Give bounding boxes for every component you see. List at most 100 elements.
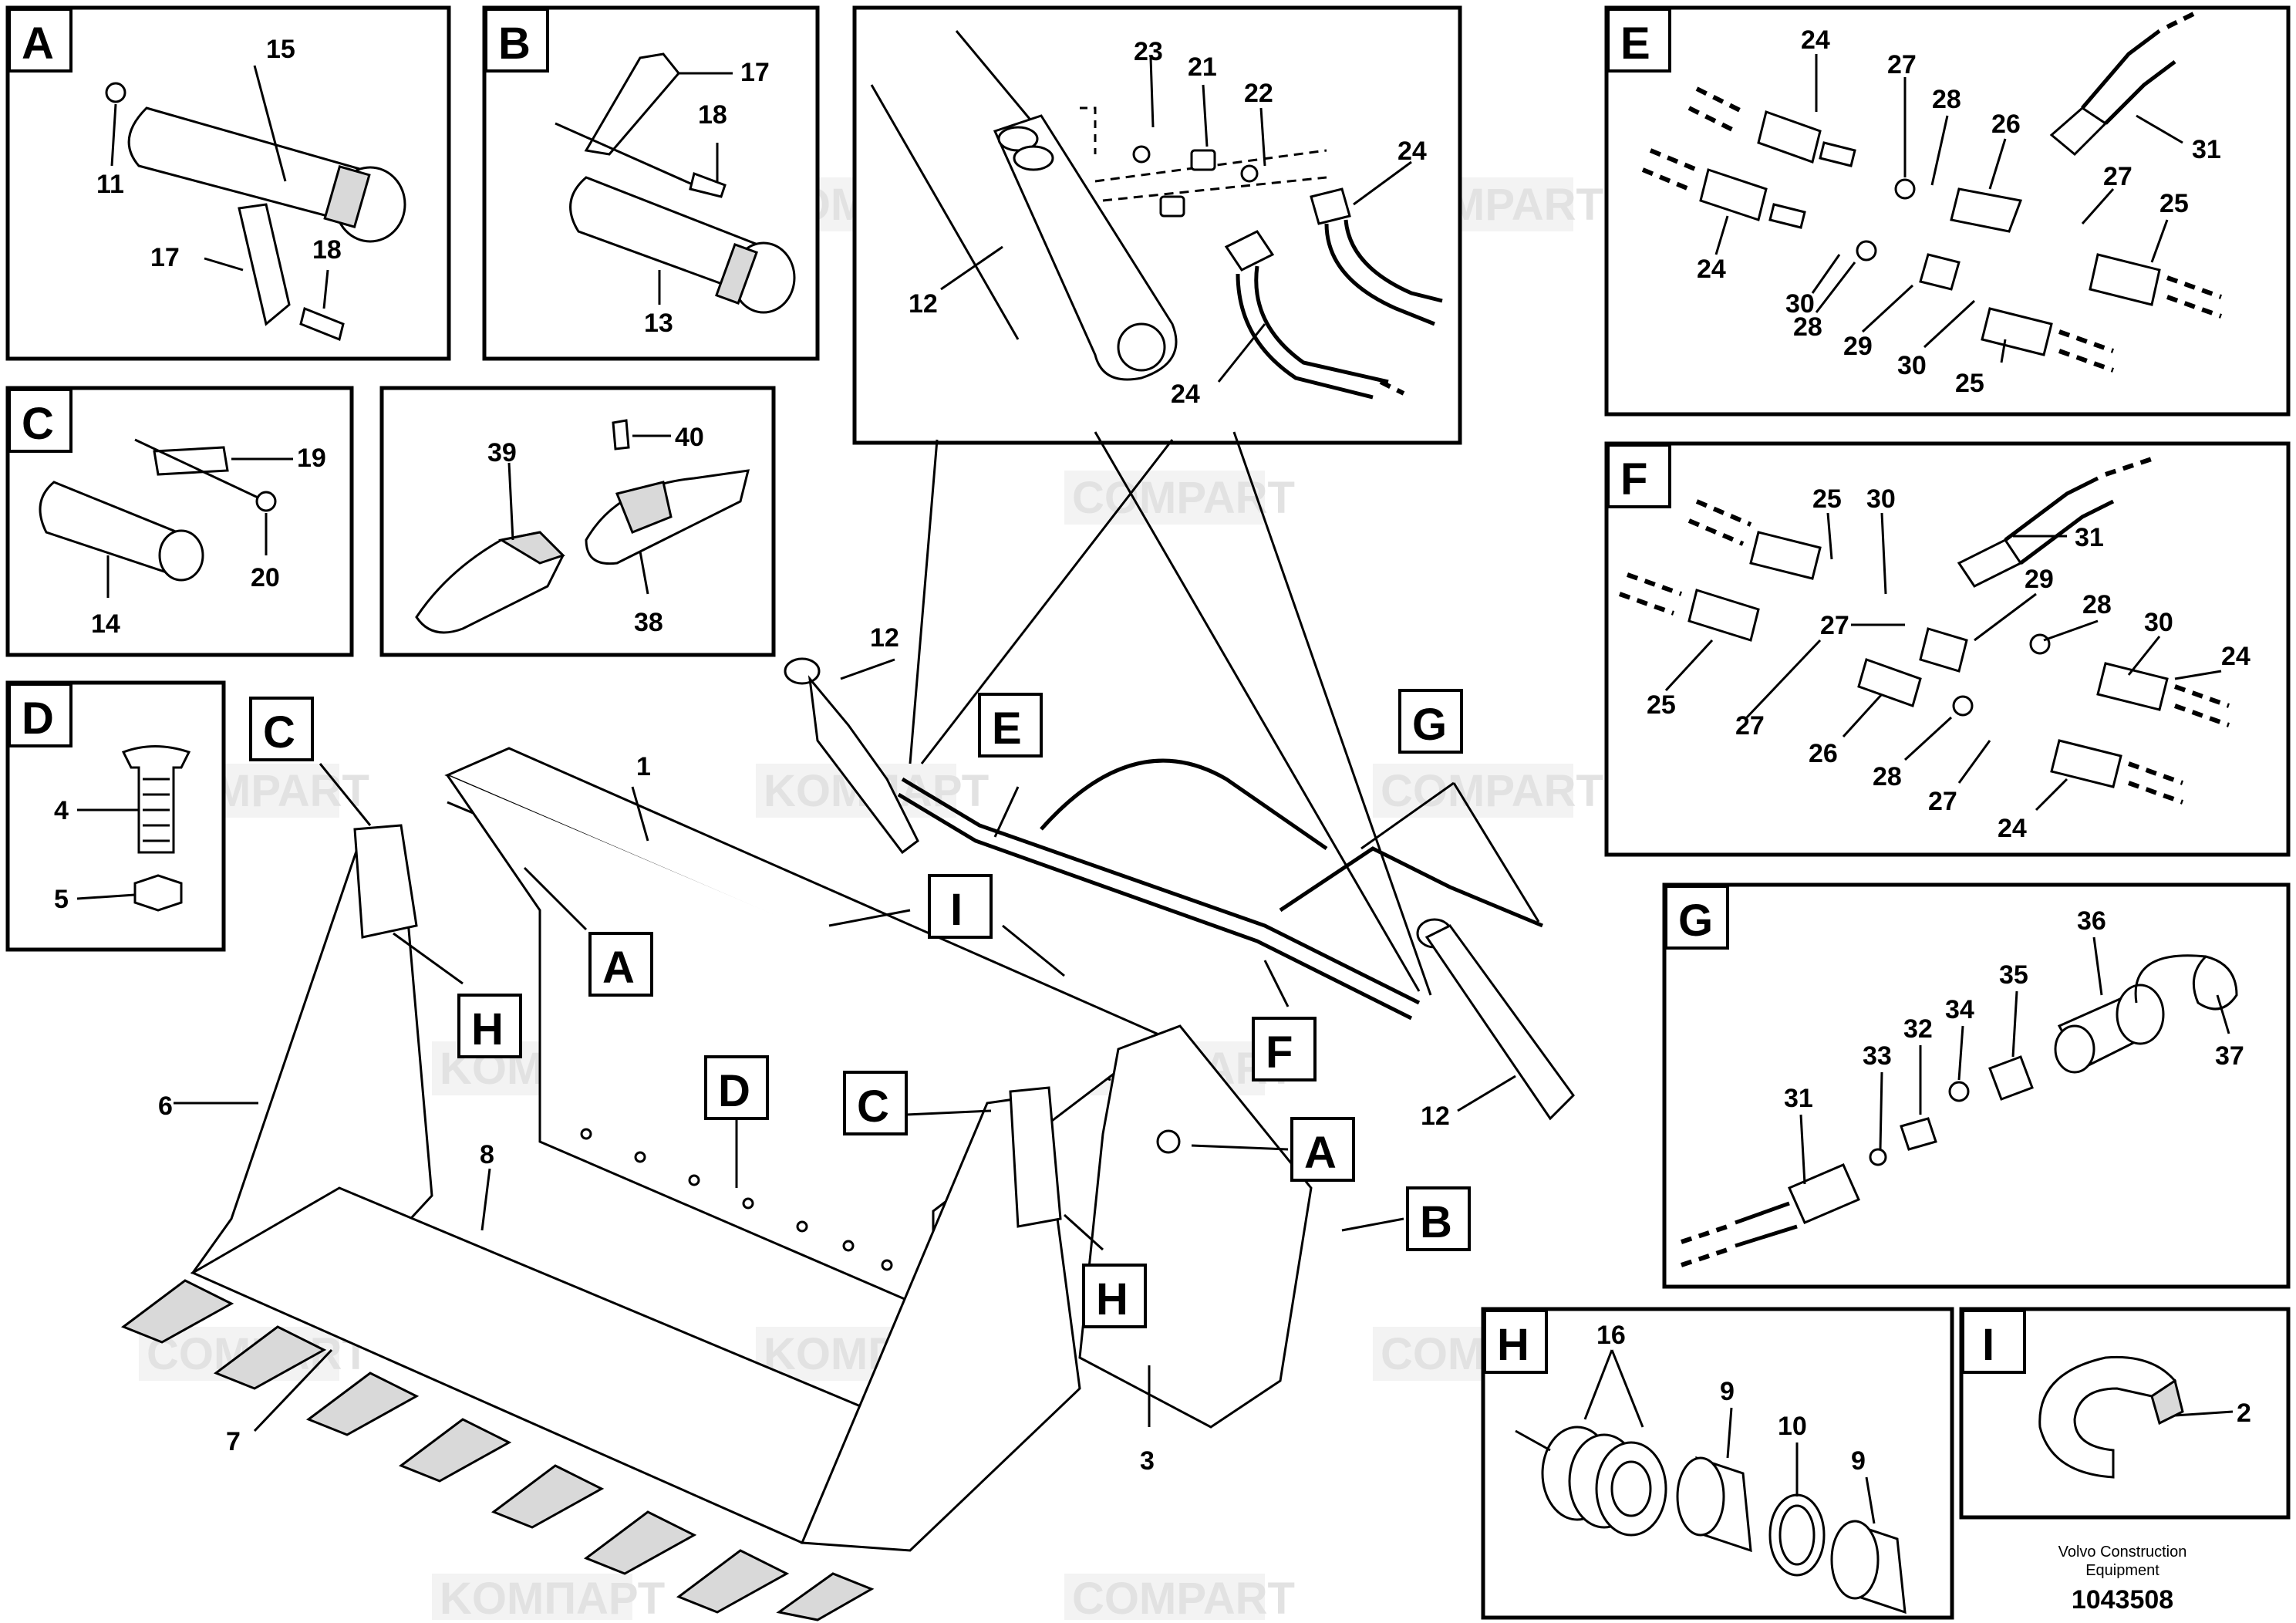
adapter-38 xyxy=(585,469,750,565)
callout-c-right: C xyxy=(857,1081,889,1132)
label-24b: 24 xyxy=(1998,814,2027,843)
callout-b: B xyxy=(1420,1197,1452,1247)
spacer-2 xyxy=(2038,1355,2184,1479)
label-25: 25 xyxy=(2159,189,2189,218)
plate-17 xyxy=(584,52,680,156)
nut-5 xyxy=(133,874,183,912)
label-31: 31 xyxy=(1784,1084,1813,1113)
label-28b: 28 xyxy=(1793,312,1822,342)
label-3: 3 xyxy=(1140,1446,1155,1476)
main-leaders xyxy=(174,431,1540,1432)
coupling-36 xyxy=(2054,984,2165,1074)
label-35: 35 xyxy=(1999,960,2028,990)
label-4: 4 xyxy=(54,796,69,825)
callout-a-left: A xyxy=(602,943,635,993)
label-11: 11 xyxy=(96,170,124,199)
callout-i: I xyxy=(950,885,963,935)
label-32: 32 xyxy=(1903,1014,1933,1044)
label-38: 38 xyxy=(634,608,663,637)
label-21: 21 xyxy=(1188,52,1217,82)
label-37: 37 xyxy=(2215,1041,2244,1071)
label-14: 14 xyxy=(91,609,120,639)
bucket-assembly xyxy=(120,657,1575,1621)
label-10: 10 xyxy=(1778,1412,1807,1441)
hose-end-24b xyxy=(2050,739,2122,788)
hinge-hole xyxy=(1156,1129,1181,1154)
hose-end-24b xyxy=(1699,168,1768,221)
panel-g-tag: G xyxy=(1678,896,1713,946)
label-28b: 28 xyxy=(1873,762,1902,791)
label-9b: 9 xyxy=(1851,1446,1866,1476)
cylinder-12-right xyxy=(1416,918,1575,1121)
label-12: 12 xyxy=(909,289,938,319)
panel-f: F 25 30 31 29 28 30 24 xyxy=(1604,441,2291,857)
svg-text:KOMПАРТ: KOMПАРТ xyxy=(440,1574,665,1623)
company-name: Volvo Construction xyxy=(2058,1544,2187,1561)
label-30: 30 xyxy=(1866,484,1896,514)
callout-c-left: C xyxy=(263,707,295,758)
adapter-29 xyxy=(1919,627,1968,673)
label-19: 19 xyxy=(297,444,326,473)
label-27b: 27 xyxy=(1735,711,1765,741)
label-16: 16 xyxy=(1596,1321,1626,1350)
adapter-35 xyxy=(1988,1055,2034,1101)
pin-14 xyxy=(39,481,204,582)
o-ring-33 xyxy=(1869,1148,1887,1166)
adapter-29 xyxy=(1919,253,1961,291)
panel-f-tag: F xyxy=(1620,454,1647,504)
panel-a-tag: A xyxy=(22,19,54,69)
hose-end-24a xyxy=(2096,662,2169,711)
label-17: 17 xyxy=(740,58,770,87)
label-20: 20 xyxy=(251,563,280,592)
label-25b: 25 xyxy=(1647,690,1676,720)
panel-cylinder-detail: 23 21 22 24 12 24 xyxy=(852,5,1462,445)
hose-24 xyxy=(1224,187,1443,400)
washer-10 xyxy=(1768,1493,1826,1577)
left-bracket xyxy=(353,824,418,939)
label-34: 34 xyxy=(1945,995,1974,1024)
plate-17 xyxy=(238,203,291,326)
label-12-left: 12 xyxy=(870,623,899,653)
panel-i: I 2 xyxy=(1959,1307,2291,1520)
footer: Volvo Construction Equipment 1043508 xyxy=(2058,1544,2187,1615)
bolt-18 xyxy=(689,172,727,198)
cylinder-12 xyxy=(993,114,1178,381)
cylinder-12-left xyxy=(784,657,919,855)
label-27: 27 xyxy=(1820,611,1849,640)
bolt-4 xyxy=(121,745,191,854)
svg-text:COMPART: COMPART xyxy=(1072,1574,1295,1623)
seal-16 xyxy=(1541,1426,1667,1537)
label-22: 22 xyxy=(1244,79,1273,108)
hose-end-25b xyxy=(1981,307,2053,356)
panel-a: A 15 11 17 18 xyxy=(5,5,451,361)
label-24: 24 xyxy=(1397,137,1427,166)
panel-c: C 19 20 14 xyxy=(5,386,354,657)
label-23: 23 xyxy=(1134,37,1163,66)
panel-tooth: 40 39 38 xyxy=(379,386,776,657)
seal-28a xyxy=(2029,633,2051,655)
label-13: 13 xyxy=(644,309,673,338)
callout-d: D xyxy=(718,1066,750,1116)
fittings xyxy=(1132,145,1259,218)
dust-cap-37 xyxy=(2134,954,2238,1011)
main-labels: 1 3 6 7 8 12 12 xyxy=(158,623,1450,1476)
hose-end-25a xyxy=(2089,253,2161,306)
hydraulic-lines xyxy=(897,758,1543,1021)
label-29: 29 xyxy=(1843,332,1873,361)
label-26: 26 xyxy=(1809,739,1838,768)
label-39: 39 xyxy=(487,438,517,467)
callout-f: F xyxy=(1266,1027,1293,1078)
label-36: 36 xyxy=(2077,906,2106,936)
hose-end-24a xyxy=(1757,110,1822,164)
label-27: 27 xyxy=(1887,50,1917,79)
panel-e: E 24 27 28 26 31 27 25 xyxy=(1604,5,2291,417)
panel-d-tag: D xyxy=(22,693,54,744)
label-31: 31 xyxy=(2075,523,2104,552)
plate-19 xyxy=(153,446,229,476)
panel-d: D 4 5 xyxy=(5,680,226,952)
label-24: 24 xyxy=(2221,642,2250,671)
pin-13 xyxy=(569,176,796,314)
label-18: 18 xyxy=(698,100,727,130)
label-24b: 24 xyxy=(1697,255,1726,284)
label-5: 5 xyxy=(54,885,69,914)
